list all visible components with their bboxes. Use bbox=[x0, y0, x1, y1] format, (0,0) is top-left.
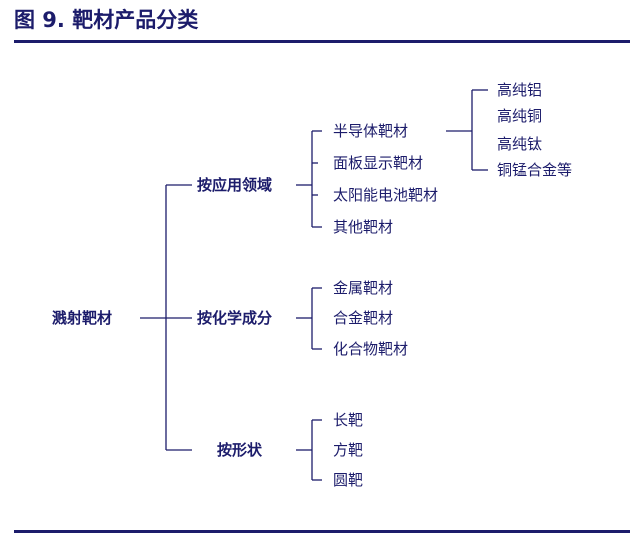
item-solar-target: 太阳能电池靶材 bbox=[333, 186, 439, 204]
root-node: 溅射靶材 bbox=[52, 309, 113, 327]
subitem-copper-manganese-alloy: 铜锰合金等 bbox=[497, 161, 573, 179]
top-rule bbox=[14, 40, 630, 43]
subitem-high-purity-copper: 高纯铜 bbox=[497, 107, 543, 125]
figure-title: 图 9. 靶材产品分类 bbox=[14, 8, 199, 32]
item-long-target: 长靶 bbox=[333, 411, 364, 429]
item-display-target: 面板显示靶材 bbox=[333, 154, 424, 172]
item-compound-target: 化合物靶材 bbox=[333, 340, 409, 358]
subitem-high-purity-titanium: 高纯钛 bbox=[497, 135, 543, 153]
item-alloy-target: 合金靶材 bbox=[333, 309, 394, 327]
category-chemical: 按化学成分 bbox=[197, 309, 273, 327]
item-square-target: 方靶 bbox=[333, 441, 364, 459]
item-round-target: 圆靶 bbox=[333, 471, 364, 489]
category-application: 按应用领域 bbox=[197, 176, 273, 194]
bottom-rule bbox=[14, 530, 630, 533]
subitem-high-purity-aluminum: 高纯铝 bbox=[497, 81, 543, 99]
item-other-target: 其他靶材 bbox=[333, 218, 394, 236]
item-metal-target: 金属靶材 bbox=[333, 279, 394, 297]
item-semiconductor-target: 半导体靶材 bbox=[333, 122, 409, 140]
category-shape: 按形状 bbox=[217, 441, 263, 459]
